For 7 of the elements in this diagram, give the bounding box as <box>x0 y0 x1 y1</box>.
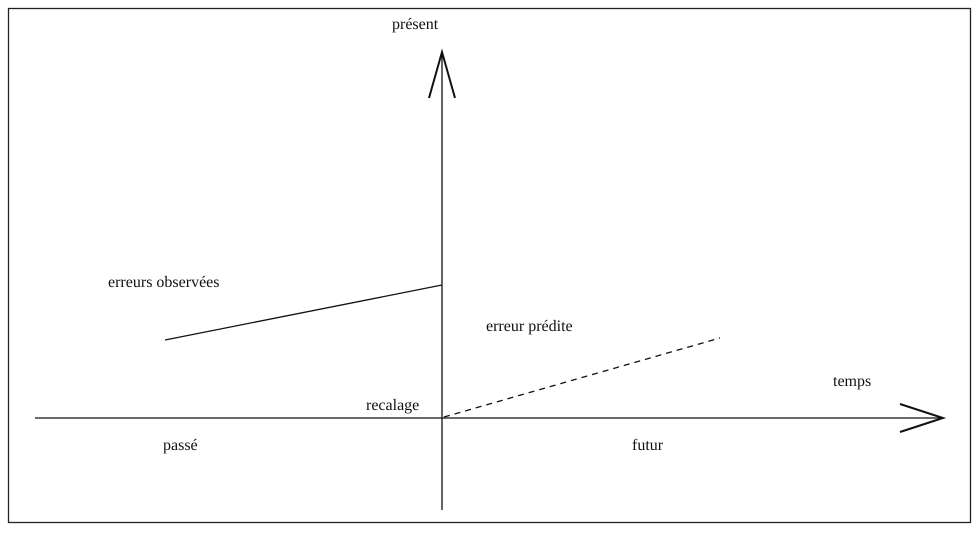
region-label: passé <box>163 436 198 456</box>
origin-label: recalage <box>366 396 420 416</box>
line-label: erreurs observées <box>108 273 220 293</box>
line-label: erreur prédite <box>486 317 573 337</box>
axis-label: temps <box>833 372 872 392</box>
region-label: futur <box>632 436 664 456</box>
axis-label: présent <box>392 15 438 35</box>
